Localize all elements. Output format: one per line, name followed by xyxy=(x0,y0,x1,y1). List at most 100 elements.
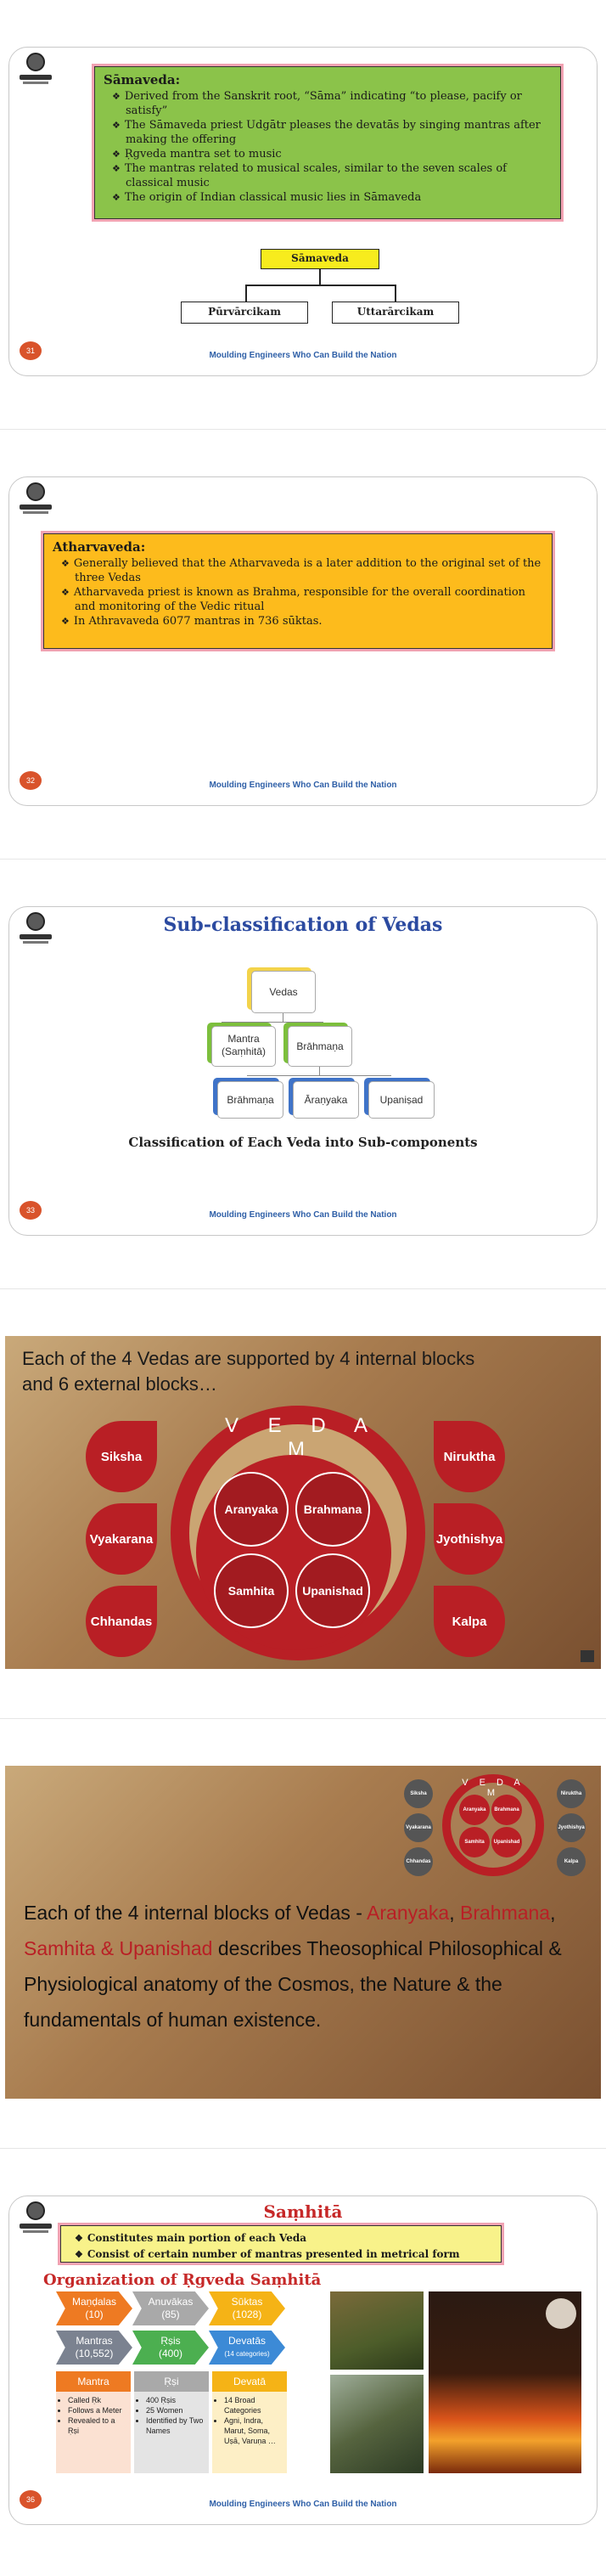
chevron-rsis: Ṛṣis(400) xyxy=(132,2331,209,2365)
chevron-suktas: Sūktas(1028) xyxy=(209,2291,285,2325)
inner-upanishad: Upanishad xyxy=(295,1553,370,1628)
bullet: Consist of certain number of mantras pre… xyxy=(66,2246,496,2263)
mini-jyothishya: Jyothishya xyxy=(557,1813,586,1842)
mini-aranyaka: Aranyaka xyxy=(459,1795,490,1825)
atharvaveda-box: Atharvaveda: Generally believed that the… xyxy=(43,533,553,649)
footer-text: Moulding Engineers Who Can Build the Nat… xyxy=(209,781,397,790)
chevron-value: (1028) xyxy=(232,2308,262,2320)
chevron-value: (10) xyxy=(85,2308,104,2320)
slide-title: Sub-classification of Vedas xyxy=(163,914,443,936)
tree-right: Uttarārcikam xyxy=(332,302,459,324)
parchment-slide: Each of the 4 Vedas are supported by 4 i… xyxy=(5,1336,601,1669)
text-part: , xyxy=(449,1902,460,1924)
page-number: 31 xyxy=(20,341,42,360)
institution-logo xyxy=(18,53,53,88)
tree-root: Sāmaveda xyxy=(261,249,379,269)
bullet: Atharvaveda priest is known as Brahma, r… xyxy=(53,585,543,614)
samhita-box: Constitutes main portion of each Veda Co… xyxy=(60,2225,502,2263)
bullet: The origin of Indian classical music lie… xyxy=(104,190,552,205)
footer-text: Moulding Engineers Who Can Build the Nat… xyxy=(209,351,397,360)
text-highlight: Brahmana xyxy=(459,1902,551,1924)
text-highlight: Samhita & Upanishad xyxy=(24,1937,213,1959)
card-item: Called Ṛk xyxy=(68,2395,127,2405)
bullet: Derived from the Sanskrit root, “Sāma” i… xyxy=(104,89,552,118)
mini-vyakarana: Vyakarana xyxy=(404,1813,433,1842)
moon-shape xyxy=(546,2298,576,2329)
node-brahmana-mid: Brāhmaṇa xyxy=(288,1026,352,1067)
chevron-mantras: Mantras(10,552) xyxy=(56,2331,132,2365)
vedam-heading: Each of the 4 Vedas are supported by 4 i… xyxy=(22,1346,474,1397)
samhita-bullets: Constitutes main portion of each Veda Co… xyxy=(66,2230,496,2263)
chevron-anuvakas: Anuvākas(85) xyxy=(132,2291,209,2325)
atharvaveda-bullets: Generally believed that the Atharvaveda … xyxy=(53,556,543,628)
slide-35: V E D A M Aranyaka Brahmana Samhita Upan… xyxy=(0,1719,606,2148)
card-item: Identified by Two Names xyxy=(146,2415,205,2436)
slide-card: Sub-classification of Vedas Vedas Mantra… xyxy=(8,906,598,1236)
institution-logo xyxy=(18,2201,53,2237)
chevron-label: Ṛṣis xyxy=(160,2335,181,2347)
samaveda-box: Sāmaveda: Derived from the Sanskrit root… xyxy=(94,66,561,219)
slide-33: Sub-classification of Vedas Vedas Mantra… xyxy=(0,860,606,1288)
institution-logo xyxy=(18,912,53,948)
card-item: Revealed to a Ṛṣi xyxy=(68,2415,127,2436)
slide-32: Atharvaveda: Generally believed that the… xyxy=(0,430,606,859)
rsi-card: Ṛṣi 400 Ṛṣis 25 Women Identified by Two … xyxy=(134,2371,209,2473)
text-part: describes Theosophical Philosophical & P… xyxy=(24,1937,562,2031)
heading-line-1: Each of the 4 Vedas are supported by 4 i… xyxy=(22,1348,475,1369)
mini-chhandas: Chhandas xyxy=(404,1847,433,1876)
diagram-caption: Classification of Each Veda into Sub-com… xyxy=(128,1135,478,1150)
card-item: Follows a Meter xyxy=(68,2405,127,2415)
slide-31: Sāmaveda: Derived from the Sanskrit root… xyxy=(0,0,606,429)
chevron-devatas: Devatās(14 categories) xyxy=(209,2331,285,2365)
slide-card: Atharvaveda: Generally believed that the… xyxy=(8,476,598,806)
samaveda-heading: Sāmaveda: xyxy=(104,72,181,87)
photo-fire xyxy=(429,2291,581,2473)
page-number: 32 xyxy=(20,771,42,790)
mini-brahmana: Brahmana xyxy=(491,1795,522,1825)
node-upanisad: Upaniṣad xyxy=(368,1081,435,1119)
inner-brahmana: Brahmana xyxy=(295,1472,370,1547)
external-jyothishya: Jyothishya xyxy=(434,1503,505,1575)
chevron-value: (85) xyxy=(161,2308,180,2320)
photo-plant xyxy=(330,2291,424,2370)
cosmos-paragraph: Each of the 4 internal blocks of Vedas -… xyxy=(24,1895,588,2038)
external-niruktha: Niruktha xyxy=(434,1421,505,1492)
samaveda-bullets: Derived from the Sanskrit root, “Sāma” i… xyxy=(104,89,552,205)
slide-36: Saṃhitā Constitutes main portion of each… xyxy=(0,2149,606,2576)
external-siksha: Siksha xyxy=(86,1421,157,1492)
chevron-label: Anuvākas xyxy=(148,2296,194,2308)
card-item: 14 Broad Categories xyxy=(224,2395,283,2415)
tree-left: Pūrvārcikam xyxy=(181,302,308,324)
node-vedas: Vedas xyxy=(251,971,316,1013)
inner-aranyaka: Aranyaka xyxy=(214,1472,289,1547)
mini-ring-label: V E D A M xyxy=(462,1778,525,1798)
text-part: , xyxy=(550,1902,556,1924)
inner-samhita: Samhita xyxy=(214,1553,289,1628)
chevron-label: Mantras xyxy=(76,2335,113,2347)
node-mantra: Mantra (Saṃhitā) xyxy=(211,1026,276,1067)
devata-card-head: Devatā xyxy=(212,2371,287,2392)
org-title: Organization of Ṛgveda Saṃhitā xyxy=(43,2271,322,2289)
card-item: 400 Ṛṣis xyxy=(146,2395,205,2405)
text-highlight: Aranyaka xyxy=(367,1902,450,1924)
mini-upanishad: Upanishad xyxy=(491,1827,522,1857)
bullet: In Athravaveda 6077 mantras in 736 sūkta… xyxy=(53,614,543,628)
heading-line-2: and 6 external blocks… xyxy=(22,1373,217,1395)
mini-kalpa: Kalpa xyxy=(557,1847,586,1876)
node-aranyaka: Āraṇyaka xyxy=(293,1081,359,1119)
mantra-card: Mantra Called Ṛk Follows a Meter Reveale… xyxy=(56,2371,131,2473)
chevron-value: (14 categories) xyxy=(224,2350,270,2358)
text-part: Each of the 4 internal blocks of Vedas - xyxy=(24,1902,368,1924)
bullet: The mantras related to musical scales, s… xyxy=(104,161,552,190)
parchment-slide: V E D A M Aranyaka Brahmana Samhita Upan… xyxy=(5,1766,601,2099)
slide-card: Sāmaveda: Derived from the Sanskrit root… xyxy=(8,47,598,376)
chevron-mandalas: Maṇḍalas(10) xyxy=(56,2291,132,2325)
rsi-card-head: Ṛṣi xyxy=(134,2371,209,2392)
card-item: 25 Women xyxy=(146,2405,205,2415)
slide-34: Each of the 4 Vedas are supported by 4 i… xyxy=(0,1289,606,1718)
mini-niruktha: Niruktha xyxy=(557,1779,586,1808)
bullet: Constitutes main portion of each Veda xyxy=(66,2230,496,2246)
slide-card: Saṃhitā Constitutes main portion of each… xyxy=(8,2196,598,2525)
devata-card: Devatā 14 Broad Categories Agni, Indra, … xyxy=(212,2371,287,2473)
bullet: Generally believed that the Atharvaveda … xyxy=(53,556,543,585)
